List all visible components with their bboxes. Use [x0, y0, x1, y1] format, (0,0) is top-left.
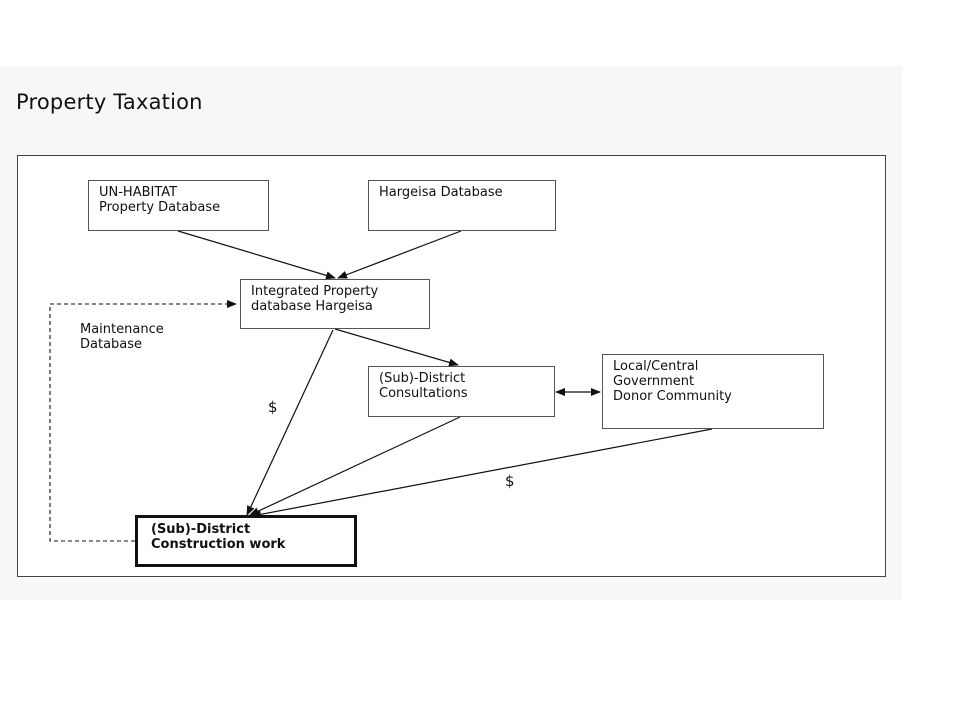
edge-hargeisa-to-integrated [337, 230, 462, 279]
edge-integrated-to-construction [246, 329, 334, 516]
node-integrated-database: Integrated Property database Hargeisa [240, 279, 430, 329]
edge-integrated-to-consultations [334, 328, 459, 367]
edge-consultations-to-construction [249, 416, 461, 516]
node-consultations: (Sub)-District Consultations [368, 366, 555, 417]
page-title: Property Taxation [16, 90, 203, 114]
node-construction-work: (Sub)-District Construction work [135, 515, 357, 567]
node-hargeisa-database: Hargeisa Database [368, 180, 556, 231]
node-government-donor: Local/Central Government Donor Community [602, 354, 824, 429]
edge-maintenance-dashed [49, 300, 237, 542]
maintenance-database-label: Maintenance Database [80, 322, 164, 352]
node-unhabitat-database: UN-HABITAT Property Database [88, 180, 269, 231]
edge-unhabitat-to-integrated [177, 230, 336, 280]
dollar-label-right: $ [505, 472, 515, 490]
edge-government-to-construction [251, 428, 713, 519]
dollar-label-left: $ [268, 398, 278, 416]
